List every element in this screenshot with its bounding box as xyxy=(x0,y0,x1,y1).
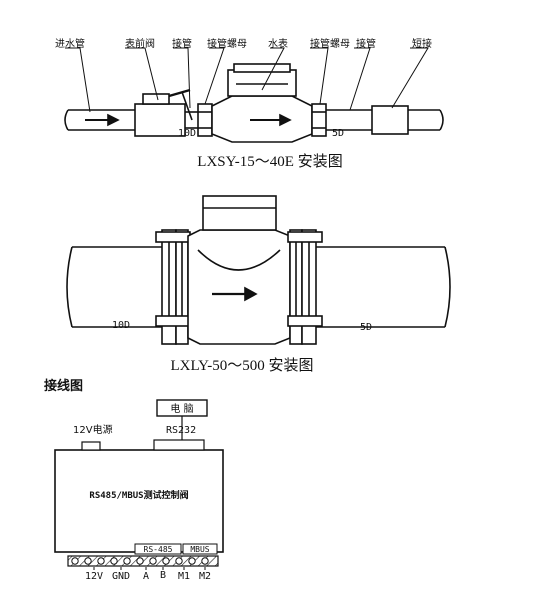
terminal-label: A xyxy=(143,571,149,582)
terminal-label: M2 xyxy=(199,571,211,582)
controller-label: RS485/MBUS测试控制阀 xyxy=(89,489,188,501)
terminal-screw-icon xyxy=(175,557,183,565)
flow-arrow-icon xyxy=(85,113,120,127)
terminal-screw-icon xyxy=(136,557,144,565)
wiring-title: 接线图 xyxy=(44,378,83,394)
short-pipe xyxy=(371,105,444,135)
rs232-label: RS232 xyxy=(166,425,196,436)
water-meter xyxy=(211,63,313,143)
label-connector-right: 接管 xyxy=(356,37,376,50)
dim-5d-top: 5D xyxy=(332,128,344,139)
inlet-pipe xyxy=(64,109,135,131)
rs485-group-label: RS-485 xyxy=(144,545,173,554)
terminal-label: GND xyxy=(112,571,130,582)
controller-box: RS485/MBUS测试控制阀 xyxy=(54,439,224,553)
mbus-group-label: MBUS xyxy=(190,545,209,554)
terminal-screw-icon xyxy=(123,557,131,565)
terminal-screw-icon xyxy=(162,557,170,565)
computer-label: 电 脑 xyxy=(170,402,193,415)
label-short-pipe: 短接 xyxy=(412,37,432,50)
diagram-lxsy xyxy=(64,47,444,143)
terminal-screw-icon xyxy=(110,557,118,565)
connector-right xyxy=(326,109,372,131)
terminal-strip xyxy=(67,555,219,567)
rs485-group xyxy=(134,543,182,555)
mbus-group xyxy=(182,543,218,555)
upstream-pipe xyxy=(66,246,162,328)
computer-box: 电 脑 xyxy=(156,399,208,417)
terminal-screw-icon xyxy=(201,557,209,565)
flange-right xyxy=(287,229,323,345)
nut-left xyxy=(197,103,213,137)
downstream-pipe xyxy=(316,246,451,328)
terminal-label: B xyxy=(160,570,166,581)
dim-10d-top: 10D xyxy=(178,128,196,139)
label-nut-left: 接管螺母 xyxy=(207,37,247,50)
label-connector-left: 接管 xyxy=(172,37,192,50)
terminal-screw-icon xyxy=(84,557,92,565)
terminal-label: 12V xyxy=(85,571,103,582)
terminal-screw-icon xyxy=(71,557,79,565)
terminal-screw-icon xyxy=(97,557,105,565)
label-nut-right: 接管螺母 xyxy=(310,37,350,50)
front-valve xyxy=(134,88,193,137)
dim-10d-bottom: 10D xyxy=(112,320,130,331)
label-inlet-pipe: 进水管 xyxy=(55,37,85,50)
rs232-connector xyxy=(153,439,205,451)
nut-right xyxy=(311,103,327,137)
label-front-valve: 表前阀 xyxy=(125,37,155,50)
diagram-lxly xyxy=(66,195,451,345)
terminal-label: M1 xyxy=(178,571,190,582)
power-label: 12V电源 xyxy=(73,423,113,436)
terminal-screw-icon xyxy=(149,557,157,565)
dim-5d-bottom: 5D xyxy=(360,322,372,333)
leader-lines xyxy=(65,47,429,113)
label-meter: 水表 xyxy=(268,37,288,50)
terminal-screw-icon xyxy=(188,557,196,565)
caption-lxsy: LXSY-15～40E 安装图 xyxy=(197,153,342,170)
caption-lxly: LXLY-50～500 安装图 xyxy=(170,357,313,374)
connector-left xyxy=(185,111,198,129)
flange-left xyxy=(155,229,191,345)
power-connector xyxy=(81,441,101,451)
flow-meter-body xyxy=(187,195,291,345)
